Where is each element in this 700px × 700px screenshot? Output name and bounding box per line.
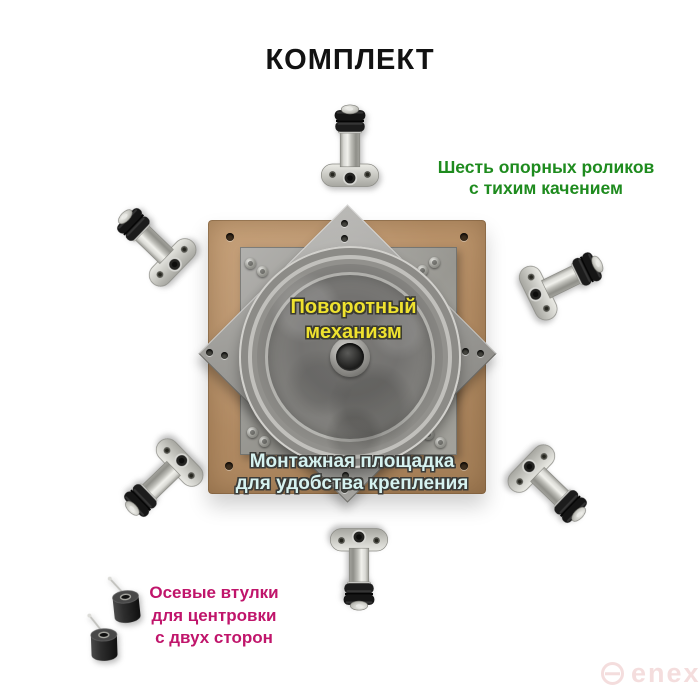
support-roller (95, 186, 209, 300)
label-rollers-line1: Шесть опорных роликов (437, 157, 655, 177)
diamond-hole (342, 472, 349, 479)
label-mechanism-line2: механизм (305, 321, 402, 343)
label-bushings: Осевые втулки для центровки с двух сторо… (134, 582, 294, 650)
label-bushings-line2: для центровки (151, 605, 277, 625)
board-hole (226, 233, 234, 241)
plate-screw (435, 437, 446, 448)
support-roller (315, 101, 385, 192)
watermark-text: enex (631, 658, 700, 688)
label-bushings-line1: Осевые втулки (149, 583, 279, 602)
label-platform-line2: для удобства крепления (235, 472, 469, 494)
support-roller (102, 426, 216, 540)
board-hole (225, 462, 233, 470)
diamond-hole (206, 349, 213, 356)
label-platform-line1: Монтажная площадка (249, 451, 455, 472)
plate-screw (247, 427, 258, 438)
label-platform: Монтажная площадка для удобства креплени… (232, 451, 472, 494)
label-mechanism-line1: Поворотный (290, 296, 417, 318)
enex-logo-icon (601, 662, 624, 685)
plate-screw (257, 266, 268, 277)
diamond-hole (462, 348, 469, 355)
bearing-dish (239, 246, 461, 468)
diamond-hole (341, 235, 348, 242)
diamond-hole (341, 220, 348, 227)
plate-screw (417, 265, 428, 276)
plate-screw (259, 436, 270, 447)
label-rollers: Шесть опорных роликов с тихим качением (430, 157, 662, 199)
plate-screw (429, 257, 440, 268)
board-hole (460, 462, 468, 470)
plate-screw (245, 258, 256, 269)
support-roller (324, 523, 394, 614)
diamond-hole (477, 350, 484, 357)
axial-bushing (80, 611, 128, 668)
page-title: КОМПЛЕКТ (265, 44, 435, 76)
label-bushings-line3: с двух сторон (155, 628, 273, 647)
board-hole (460, 233, 468, 241)
brand-watermark: enex (601, 660, 700, 687)
label-rollers-line2: с тихим качением (469, 178, 623, 198)
diamond-hole (341, 486, 348, 493)
center-hole (336, 343, 364, 371)
label-mechanism: Поворотный механизм (271, 295, 436, 345)
support-roller (495, 432, 609, 546)
support-roller (508, 229, 620, 332)
diamond-hole (221, 352, 228, 359)
